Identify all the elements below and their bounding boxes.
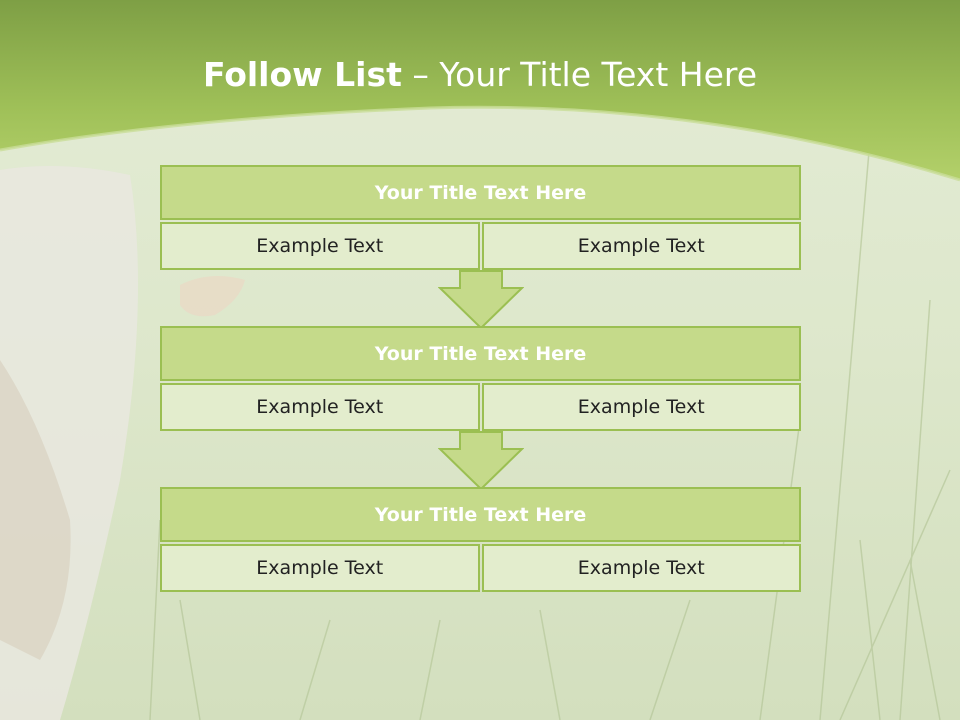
block-cell-right: Example Text — [481, 383, 801, 431]
block-title: Your Title Text Here — [160, 487, 801, 542]
slide-title-rest: – Your Title Text Here — [401, 55, 758, 94]
down-arrow-icon — [438, 431, 524, 491]
list-block-2: Your Title Text Here Example Text Exampl… — [160, 326, 801, 431]
block-title: Your Title Text Here — [160, 165, 801, 220]
slide-title-bold: Follow List — [202, 55, 402, 94]
block-cell-left: Example Text — [160, 383, 480, 431]
block-cell-left: Example Text — [160, 222, 480, 270]
block-title: Your Title Text Here — [160, 326, 801, 381]
block-row: Example Text Example Text — [160, 544, 801, 592]
list-block-1: Your Title Text Here Example Text Exampl… — [160, 165, 801, 270]
block-cell-left: Example Text — [160, 544, 480, 592]
slide-title: Follow List – Your Title Text Here — [0, 52, 960, 98]
block-row: Example Text Example Text — [160, 222, 801, 270]
block-cell-right: Example Text — [481, 544, 801, 592]
block-cell-right: Example Text — [481, 222, 801, 270]
down-arrow-icon — [438, 270, 524, 330]
list-block-3: Your Title Text Here Example Text Exampl… — [160, 487, 801, 592]
block-row: Example Text Example Text — [160, 383, 801, 431]
